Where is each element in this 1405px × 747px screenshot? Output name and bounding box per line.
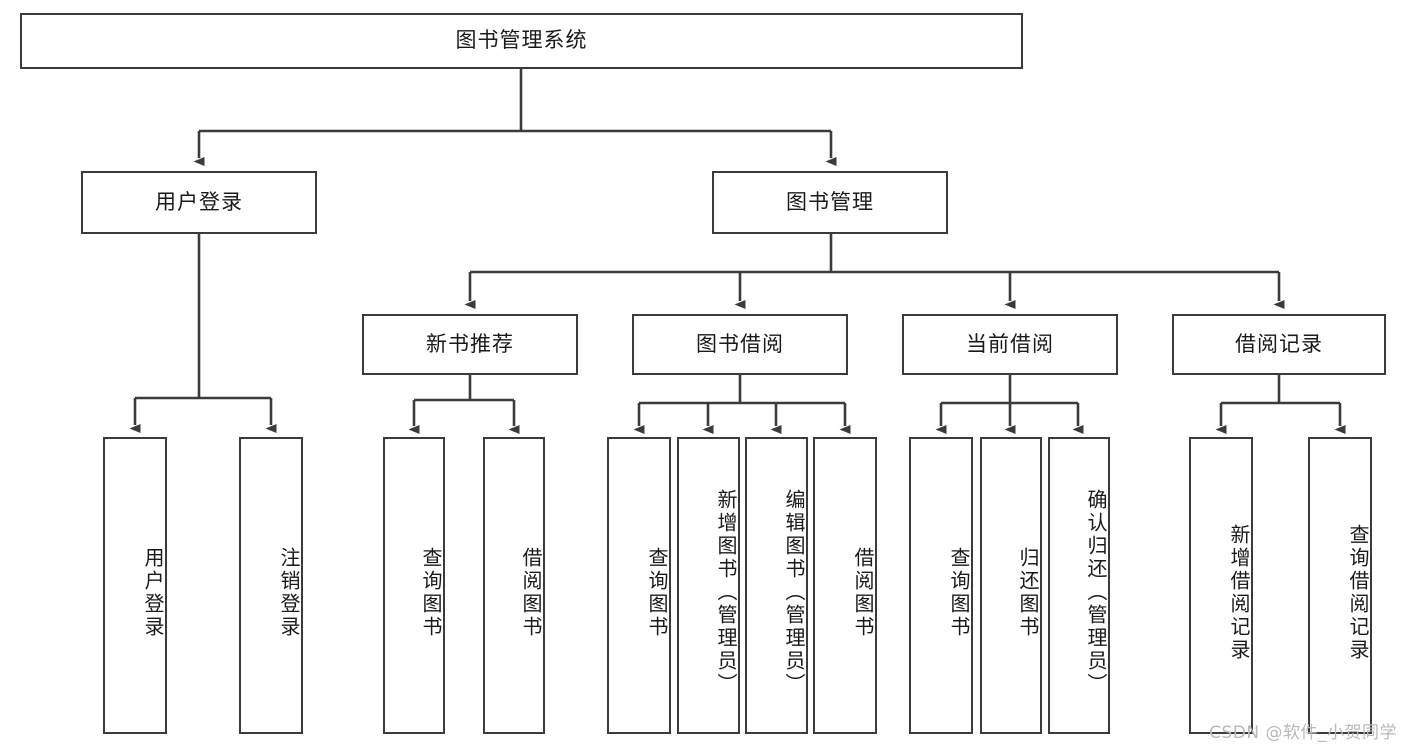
- node-root[interactable]: 图书管理系统: [20, 13, 1023, 69]
- leaf-query-book-3[interactable]: 查询图书: [909, 437, 973, 734]
- leaf-edit-book[interactable]: 编辑图书（管理员）: [745, 437, 808, 734]
- node-book-borrow-label: 图书借阅: [696, 331, 784, 356]
- leaf-query-record-label: 查询借阅记录: [1346, 523, 1370, 662]
- leaf-logout-login[interactable]: 注销登录: [239, 437, 303, 734]
- node-book-management-label: 图书管理: [786, 189, 874, 214]
- leaf-query-book-3-label: 查询图书: [947, 546, 971, 639]
- node-borrow-record[interactable]: 借阅记录: [1172, 314, 1386, 375]
- leaf-query-book-1[interactable]: 查询图书: [383, 437, 445, 734]
- leaf-query-record[interactable]: 查询借阅记录: [1308, 437, 1372, 734]
- leaf-query-book-2[interactable]: 查询图书: [607, 437, 671, 734]
- leaf-confirm-return[interactable]: 确认归还（管理员）: [1048, 437, 1110, 734]
- leaf-user-login-label: 用户登录: [141, 546, 165, 639]
- leaf-edit-book-label: 编辑图书（管理员）: [782, 489, 806, 696]
- node-borrow-record-label: 借阅记录: [1235, 331, 1323, 356]
- leaf-return-book[interactable]: 归还图书: [980, 437, 1042, 734]
- leaf-add-record-label: 新增借阅记录: [1227, 523, 1251, 662]
- leaf-return-book-label: 归还图书: [1016, 546, 1040, 639]
- node-current-borrow[interactable]: 当前借阅: [902, 314, 1118, 375]
- leaf-add-record[interactable]: 新增借阅记录: [1189, 437, 1253, 734]
- leaf-borrow-book-1[interactable]: 借阅图书: [483, 437, 545, 734]
- leaf-add-book-label: 新增图书（管理员）: [714, 489, 738, 696]
- leaf-borrow-book-2[interactable]: 借阅图书: [813, 437, 877, 734]
- node-current-borrow-label: 当前借阅: [966, 331, 1054, 356]
- leaf-query-book-1-label: 查询图书: [419, 546, 443, 639]
- node-root-label: 图书管理系统: [455, 28, 588, 53]
- leaf-user-login[interactable]: 用户登录: [103, 437, 167, 734]
- leaf-borrow-book-2-label: 借阅图书: [851, 546, 875, 639]
- node-book-borrow[interactable]: 图书借阅: [632, 314, 848, 375]
- node-new-book-recommend-label: 新书推荐: [426, 331, 514, 356]
- node-user-login-label: 用户登录: [155, 189, 243, 214]
- leaf-logout-login-label: 注销登录: [277, 546, 301, 639]
- leaf-borrow-book-1-label: 借阅图书: [519, 546, 543, 639]
- leaf-add-book[interactable]: 新增图书（管理员）: [677, 437, 740, 734]
- node-new-book-recommend[interactable]: 新书推荐: [362, 314, 578, 375]
- leaf-query-book-2-label: 查询图书: [645, 546, 669, 639]
- watermark: CSDN @软件_小贺同学: [1209, 723, 1397, 743]
- node-book-management[interactable]: 图书管理: [712, 171, 948, 234]
- node-user-login[interactable]: 用户登录: [81, 171, 317, 234]
- leaf-confirm-return-label: 确认归还（管理员）: [1084, 489, 1108, 696]
